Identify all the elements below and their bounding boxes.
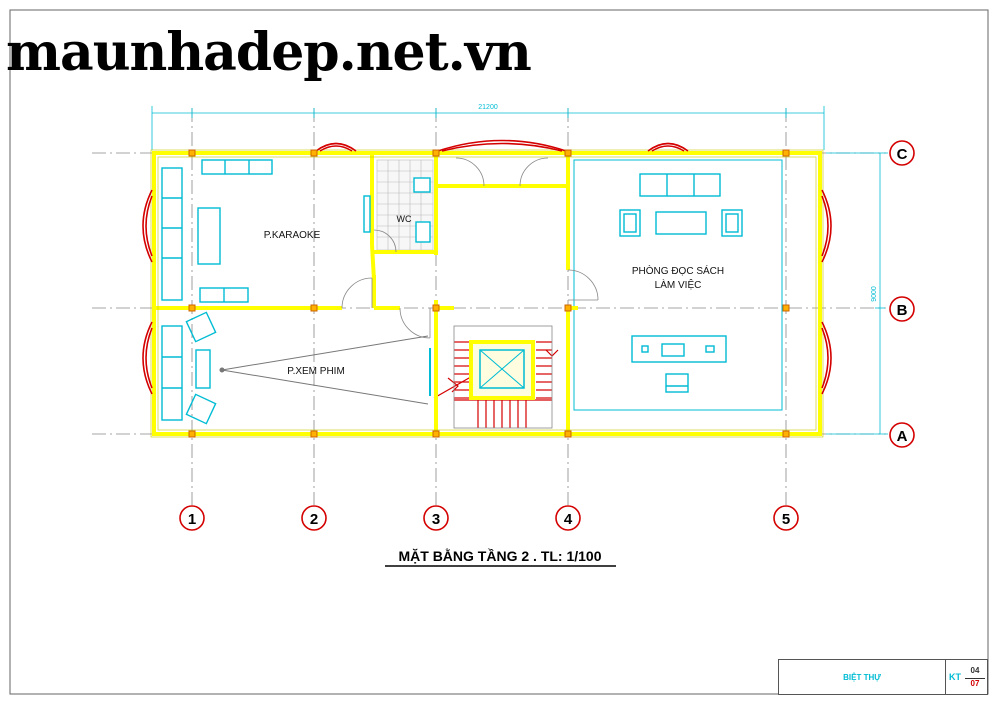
dimension-lines bbox=[151, 106, 888, 435]
title-block: BIỆT THỰ KT 04 07 bbox=[778, 659, 988, 695]
study-furniture bbox=[619, 173, 743, 393]
sheet-border bbox=[9, 9, 989, 695]
title-block-sheet-total: 07 bbox=[965, 678, 985, 689]
grid-row-label-a: A bbox=[897, 428, 908, 445]
dimension-overall-width: 21200 bbox=[478, 104, 498, 111]
title-block-project: BIỆT THỰ bbox=[779, 660, 946, 694]
room-label-study-line2: LÀM VIỆC bbox=[655, 278, 702, 291]
site-watermark: maunhadep.net.vn bbox=[6, 22, 532, 83]
elevator bbox=[469, 340, 535, 400]
grid-column-label-2: 2 bbox=[310, 511, 318, 528]
grid-column-label-5: 5 bbox=[782, 511, 790, 528]
dimension-overall-depth: 9000 bbox=[871, 286, 878, 302]
title-block-sheet-number: 04 bbox=[970, 666, 980, 675]
wall-outline bbox=[150, 149, 824, 438]
room-label-study-line1: PHÒNG ĐỌC SÁCH bbox=[632, 264, 724, 277]
room-label-cinema: P.XEM PHIM bbox=[287, 366, 345, 377]
projection-lines bbox=[219, 335, 429, 405]
wc-fixtures bbox=[363, 177, 431, 243]
grid-column-label-3: 3 bbox=[432, 511, 440, 528]
grid-column-label-4: 4 bbox=[564, 511, 573, 528]
cinema-furniture bbox=[161, 311, 217, 425]
grid-row-bubbles bbox=[889, 140, 915, 448]
room-label-karaoke: P.KARAOKE bbox=[264, 230, 321, 241]
grid-column-bubbles bbox=[179, 505, 799, 531]
karaoke-furniture bbox=[161, 159, 273, 303]
drawing-title: MẶT BẰNG TẦNG 2 . TL: 1/100 bbox=[398, 547, 601, 564]
structural-columns bbox=[188, 149, 790, 438]
room-label-wc: WC bbox=[397, 214, 412, 224]
stair-well bbox=[453, 325, 553, 429]
windows bbox=[142, 139, 832, 395]
doors bbox=[341, 157, 599, 339]
title-block-code: KT bbox=[949, 672, 961, 682]
grid-row-label-b: B bbox=[897, 302, 908, 319]
grid-column-label-1: 1 bbox=[188, 511, 196, 528]
study-floor-outline bbox=[573, 159, 783, 411]
grid-row-label-c: C bbox=[897, 146, 908, 163]
